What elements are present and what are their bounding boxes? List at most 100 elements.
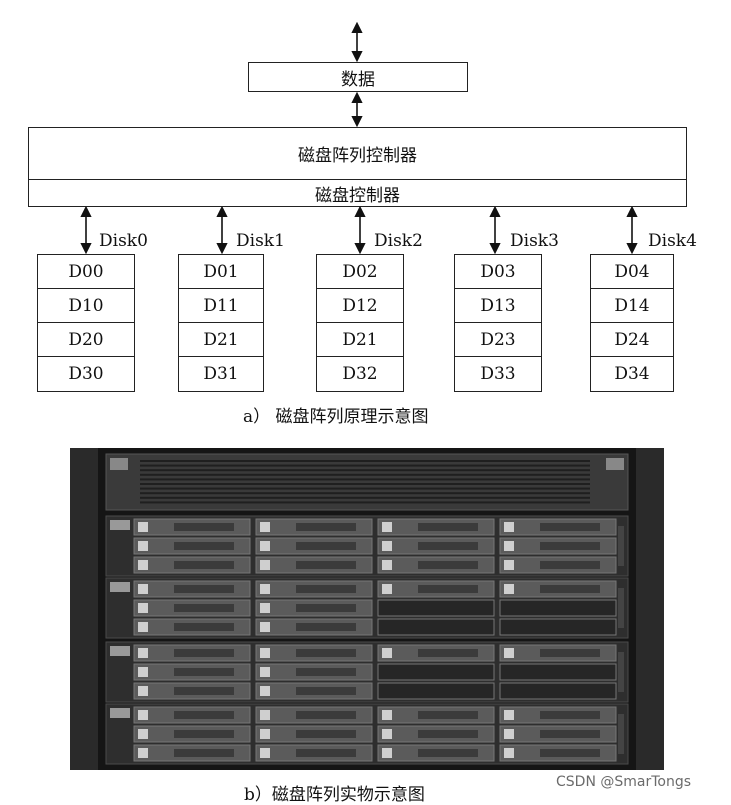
drive-handle bbox=[174, 687, 234, 695]
drive-led-panel bbox=[382, 541, 392, 551]
block-cell: D20 bbox=[38, 323, 134, 357]
data-label: 数据 bbox=[341, 69, 375, 90]
drive-led-panel bbox=[382, 560, 392, 570]
block-cell: D14 bbox=[591, 289, 673, 323]
drive-handle bbox=[540, 523, 600, 531]
drive-led-panel bbox=[504, 560, 514, 570]
drive-tray bbox=[499, 599, 617, 617]
drive-handle bbox=[296, 523, 356, 531]
hp-logo-badge bbox=[110, 582, 130, 592]
block-cell: D03 bbox=[455, 255, 541, 289]
drive-tray bbox=[499, 663, 617, 681]
drive-led-panel bbox=[504, 710, 514, 720]
block-cell: D21 bbox=[317, 323, 403, 357]
drive-led-panel bbox=[260, 648, 270, 658]
block-cell: D12 bbox=[317, 289, 403, 323]
drive-tray bbox=[499, 618, 617, 636]
drive-handle bbox=[296, 561, 356, 569]
disk-array-photo bbox=[70, 448, 664, 770]
drive-led-panel bbox=[260, 622, 270, 632]
drive-handle bbox=[296, 604, 356, 612]
drive-led-panel bbox=[260, 729, 270, 739]
vent-slot bbox=[140, 492, 590, 495]
drive-handle bbox=[418, 649, 478, 657]
drive-led-panel bbox=[138, 648, 148, 658]
drive-handle bbox=[174, 542, 234, 550]
drive-handle bbox=[296, 649, 356, 657]
drive-led-panel bbox=[138, 710, 148, 720]
drive-led-panel bbox=[382, 710, 392, 720]
drive-handle bbox=[540, 711, 600, 719]
drive-led-panel bbox=[382, 648, 392, 658]
drive-led-panel bbox=[504, 648, 514, 658]
drive-tray bbox=[377, 682, 495, 700]
disk-label-4: Disk4 bbox=[648, 231, 697, 251]
raid-controller-box: 磁盘阵列控制器 磁盘控制器 bbox=[28, 127, 687, 207]
drive-led-panel bbox=[138, 522, 148, 532]
drive-handle bbox=[174, 711, 234, 719]
drive-led-panel bbox=[138, 748, 148, 758]
drive-handle bbox=[296, 730, 356, 738]
drive-handle bbox=[296, 711, 356, 719]
block-cell: D32 bbox=[342, 364, 378, 384]
connector-arrows bbox=[80, 21, 638, 255]
drive-led-panel bbox=[260, 541, 270, 551]
drive-led-panel bbox=[138, 603, 148, 613]
drive-led-panel bbox=[260, 710, 270, 720]
drive-handle bbox=[296, 585, 356, 593]
drive-led-panel bbox=[138, 584, 148, 594]
vent-slot bbox=[140, 501, 590, 504]
caption-b: b）磁盘阵列实物示意图 bbox=[244, 785, 425, 805]
drive-handle bbox=[540, 561, 600, 569]
drive-handle bbox=[540, 542, 600, 550]
disk-column-4: D04 D14 D24 D34 bbox=[590, 254, 674, 392]
vent-slot bbox=[140, 487, 590, 490]
block-cell: D24 bbox=[591, 323, 673, 357]
drive-handle bbox=[418, 585, 478, 593]
block-cell: D30 bbox=[68, 364, 104, 384]
drive-handle bbox=[296, 749, 356, 757]
vent-slot bbox=[140, 464, 590, 467]
enclosure-status-panel bbox=[618, 526, 624, 566]
block-cell: D10 bbox=[38, 289, 134, 323]
drive-led-panel bbox=[504, 541, 514, 551]
drive-led-panel bbox=[504, 729, 514, 739]
drive-handle bbox=[540, 649, 600, 657]
disk-label-1: Disk1 bbox=[236, 231, 285, 251]
watermark: CSDN @SmarTongs bbox=[556, 774, 692, 790]
drive-handle bbox=[174, 730, 234, 738]
drive-handle bbox=[418, 561, 478, 569]
drive-led-panel bbox=[138, 560, 148, 570]
drive-led-panel bbox=[260, 748, 270, 758]
drive-tray bbox=[499, 682, 617, 700]
drive-led-panel bbox=[382, 729, 392, 739]
hp-logo-badge bbox=[110, 458, 128, 470]
drive-led-panel bbox=[382, 522, 392, 532]
drive-handle bbox=[418, 542, 478, 550]
vent-slot bbox=[140, 460, 590, 462]
drive-handle bbox=[174, 561, 234, 569]
drive-handle bbox=[296, 542, 356, 550]
drive-led-panel bbox=[504, 522, 514, 532]
drive-led-panel bbox=[260, 667, 270, 677]
block-cell: D13 bbox=[455, 289, 541, 323]
drive-led-panel bbox=[138, 541, 148, 551]
drive-led-panel bbox=[138, 686, 148, 696]
drive-tray bbox=[377, 599, 495, 617]
drive-handle bbox=[418, 730, 478, 738]
hp-logo-badge bbox=[110, 646, 130, 656]
disk-column-1: D01 D11 D21 D31 bbox=[178, 254, 264, 392]
drive-handle bbox=[174, 623, 234, 631]
disk-label-0: Disk0 bbox=[99, 231, 148, 251]
vent-slot bbox=[140, 478, 590, 481]
drive-led-panel bbox=[138, 729, 148, 739]
disk-column-0: D00 D10 D20 D30 bbox=[37, 254, 135, 392]
drive-handle bbox=[540, 585, 600, 593]
vent-slot bbox=[140, 473, 590, 476]
rack-rail-left bbox=[70, 448, 98, 770]
drive-handle bbox=[174, 604, 234, 612]
block-cell: D11 bbox=[179, 289, 263, 323]
enclosure-status-panel bbox=[618, 652, 624, 692]
enclosure-status-panel bbox=[618, 714, 624, 754]
enclosure-status-panel bbox=[618, 588, 624, 628]
